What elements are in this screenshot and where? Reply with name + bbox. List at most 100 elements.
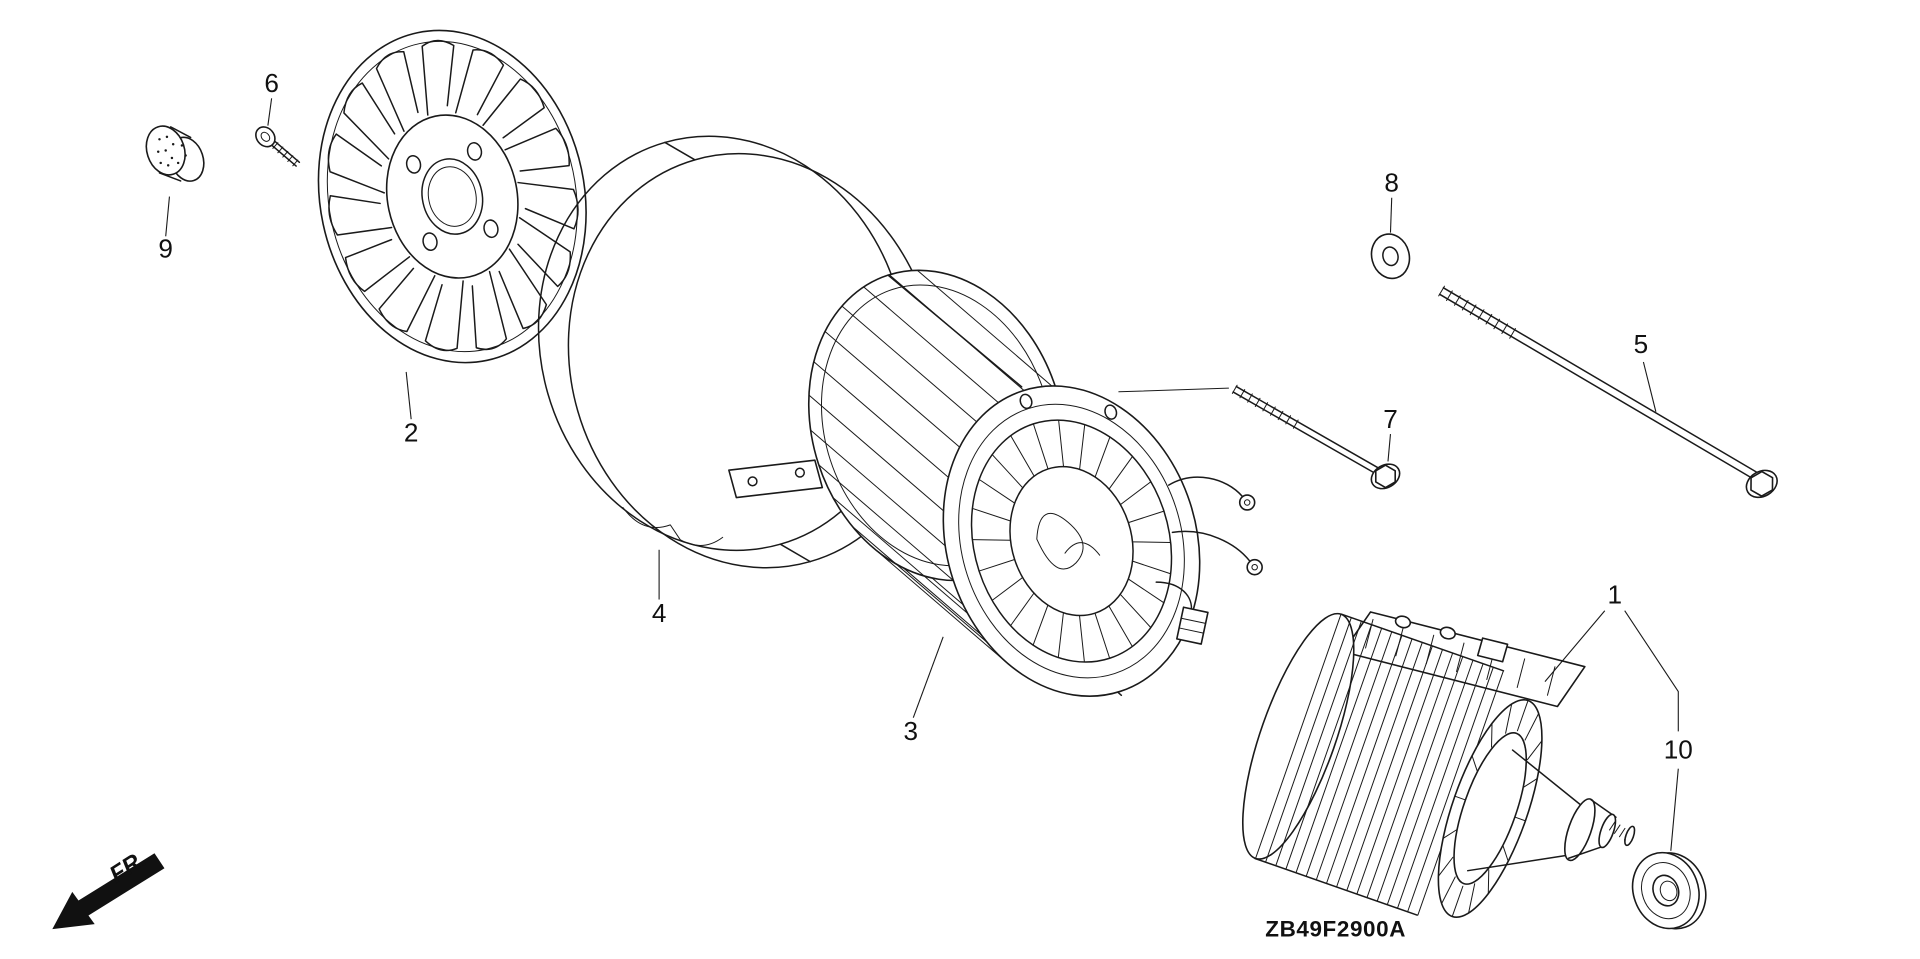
housing-hatch xyxy=(864,287,999,403)
part-label-6[interactable]: 6 xyxy=(264,68,279,98)
wire-ring-terminal-hole xyxy=(1244,500,1249,505)
winding-slot xyxy=(1023,605,1059,645)
winding-slot xyxy=(1109,603,1132,649)
washer-hole xyxy=(1381,245,1400,267)
rotor-shaft-tip xyxy=(1623,825,1637,846)
fan-blade xyxy=(475,75,548,141)
lamination-line xyxy=(1367,653,1453,897)
leader-lines xyxy=(166,98,1679,851)
thread-tick xyxy=(1270,407,1275,415)
fan-blade xyxy=(444,44,513,118)
fan-fin xyxy=(1503,846,1508,861)
stator-part-3 xyxy=(770,237,1263,730)
housing-hatch xyxy=(876,551,1011,667)
winding-slot xyxy=(1128,511,1164,523)
band-width-edge xyxy=(780,544,810,561)
lamination-line xyxy=(1377,657,1462,901)
lamination-line xyxy=(1398,664,1483,908)
bolt7-shaft-edge xyxy=(1233,392,1376,474)
rotor-shaft-cone-edge xyxy=(1513,750,1584,807)
stator-winding-slots xyxy=(941,394,1202,688)
part-label-10[interactable]: 10 xyxy=(1664,735,1693,765)
part-label-3[interactable]: 3 xyxy=(904,716,919,746)
winding-slot xyxy=(992,449,1022,494)
rotor-fan-fins xyxy=(1438,701,1541,917)
lamination-line xyxy=(1357,650,1442,894)
housing-hatch xyxy=(819,465,954,581)
housing-hatch xyxy=(825,331,960,447)
bolt-part-5 xyxy=(1439,286,1782,503)
part-label-8[interactable]: 8 xyxy=(1384,168,1399,198)
thread-tick xyxy=(1232,385,1237,393)
bolt7-threads xyxy=(1232,385,1298,428)
winding-slot xyxy=(1085,437,1121,477)
mount-tab-plate xyxy=(729,460,822,497)
bolt-part-6 xyxy=(252,123,300,166)
flywheel-blades xyxy=(298,18,605,375)
winding-slot xyxy=(972,529,1010,552)
fan-fin xyxy=(1527,741,1541,760)
thread-tick xyxy=(1263,403,1268,411)
lamination-line xyxy=(1408,667,1494,911)
cap-texture-dots xyxy=(156,135,187,167)
leader-10 xyxy=(1671,769,1678,851)
stator-bolt-boss xyxy=(1019,393,1034,410)
rotor-terminal-block xyxy=(1478,638,1508,662)
fan-fin xyxy=(1525,713,1539,740)
winding-slot xyxy=(1049,420,1072,466)
rotor-laminations xyxy=(1256,614,1504,915)
thread-tick xyxy=(1610,822,1615,830)
flywheel-bolt-hole xyxy=(482,219,499,239)
thread-tick xyxy=(1619,828,1624,836)
part-label-9[interactable]: 9 xyxy=(158,233,173,263)
thread-tick xyxy=(293,160,298,166)
lamination-line xyxy=(1337,643,1423,887)
band-mount-tab xyxy=(729,460,822,497)
housing-hatch xyxy=(917,270,1052,386)
lamination-line xyxy=(1296,628,1382,872)
leader-7 xyxy=(1388,434,1390,461)
part-label-2[interactable]: 2 xyxy=(404,418,419,448)
texture-dot xyxy=(166,164,170,167)
fan-blade xyxy=(339,79,400,166)
rotor-terminal-stud xyxy=(1394,615,1411,630)
wire-ring-terminal-hole xyxy=(1252,564,1257,569)
diagram-code: ZB49F2900A xyxy=(1265,917,1406,942)
rotor-shaft-cone-edge xyxy=(1468,855,1573,871)
lamination-line xyxy=(1327,639,1412,883)
texture-dot xyxy=(164,149,167,152)
winding-slot xyxy=(1117,482,1155,505)
bolt6-head-detail xyxy=(259,131,271,143)
winding-slot xyxy=(1003,593,1041,625)
rotor-shaft-edge xyxy=(1569,847,1601,858)
part-label-5[interactable]: 5 xyxy=(1634,329,1649,359)
part-label-1[interactable]: 1 xyxy=(1607,579,1622,609)
flywheel-hub xyxy=(372,103,533,291)
fan-blade xyxy=(413,37,467,115)
texture-dot xyxy=(176,161,180,165)
winding-slot xyxy=(1133,551,1171,583)
fan-fin xyxy=(1438,857,1452,876)
flywheel-center-hole-inner xyxy=(423,162,482,231)
bearing-bore xyxy=(1658,879,1680,903)
texture-dot xyxy=(158,138,161,141)
cap-part-9 xyxy=(140,121,209,185)
housing-hatch xyxy=(811,430,946,546)
texture-dot xyxy=(170,156,174,160)
thread-tick xyxy=(1478,310,1484,320)
part-label-4[interactable]: 4 xyxy=(652,598,667,628)
stator-wire-bundle xyxy=(1063,538,1099,565)
thread-tick xyxy=(1293,420,1298,428)
mount-tab-hole xyxy=(748,477,757,486)
bolt5-shaft-edge xyxy=(1443,288,1756,472)
flywheel-bolt-hole xyxy=(422,232,439,252)
lamination-line xyxy=(1316,635,1402,879)
rotor-terminal-stud xyxy=(1439,626,1456,641)
winding-slot xyxy=(1046,613,1076,658)
winding-slot xyxy=(972,498,1010,530)
part-label-7[interactable]: 7 xyxy=(1383,404,1398,434)
mount-tab-hole xyxy=(796,468,805,477)
thread-tick xyxy=(1240,390,1245,398)
fan-fin xyxy=(1452,886,1463,916)
